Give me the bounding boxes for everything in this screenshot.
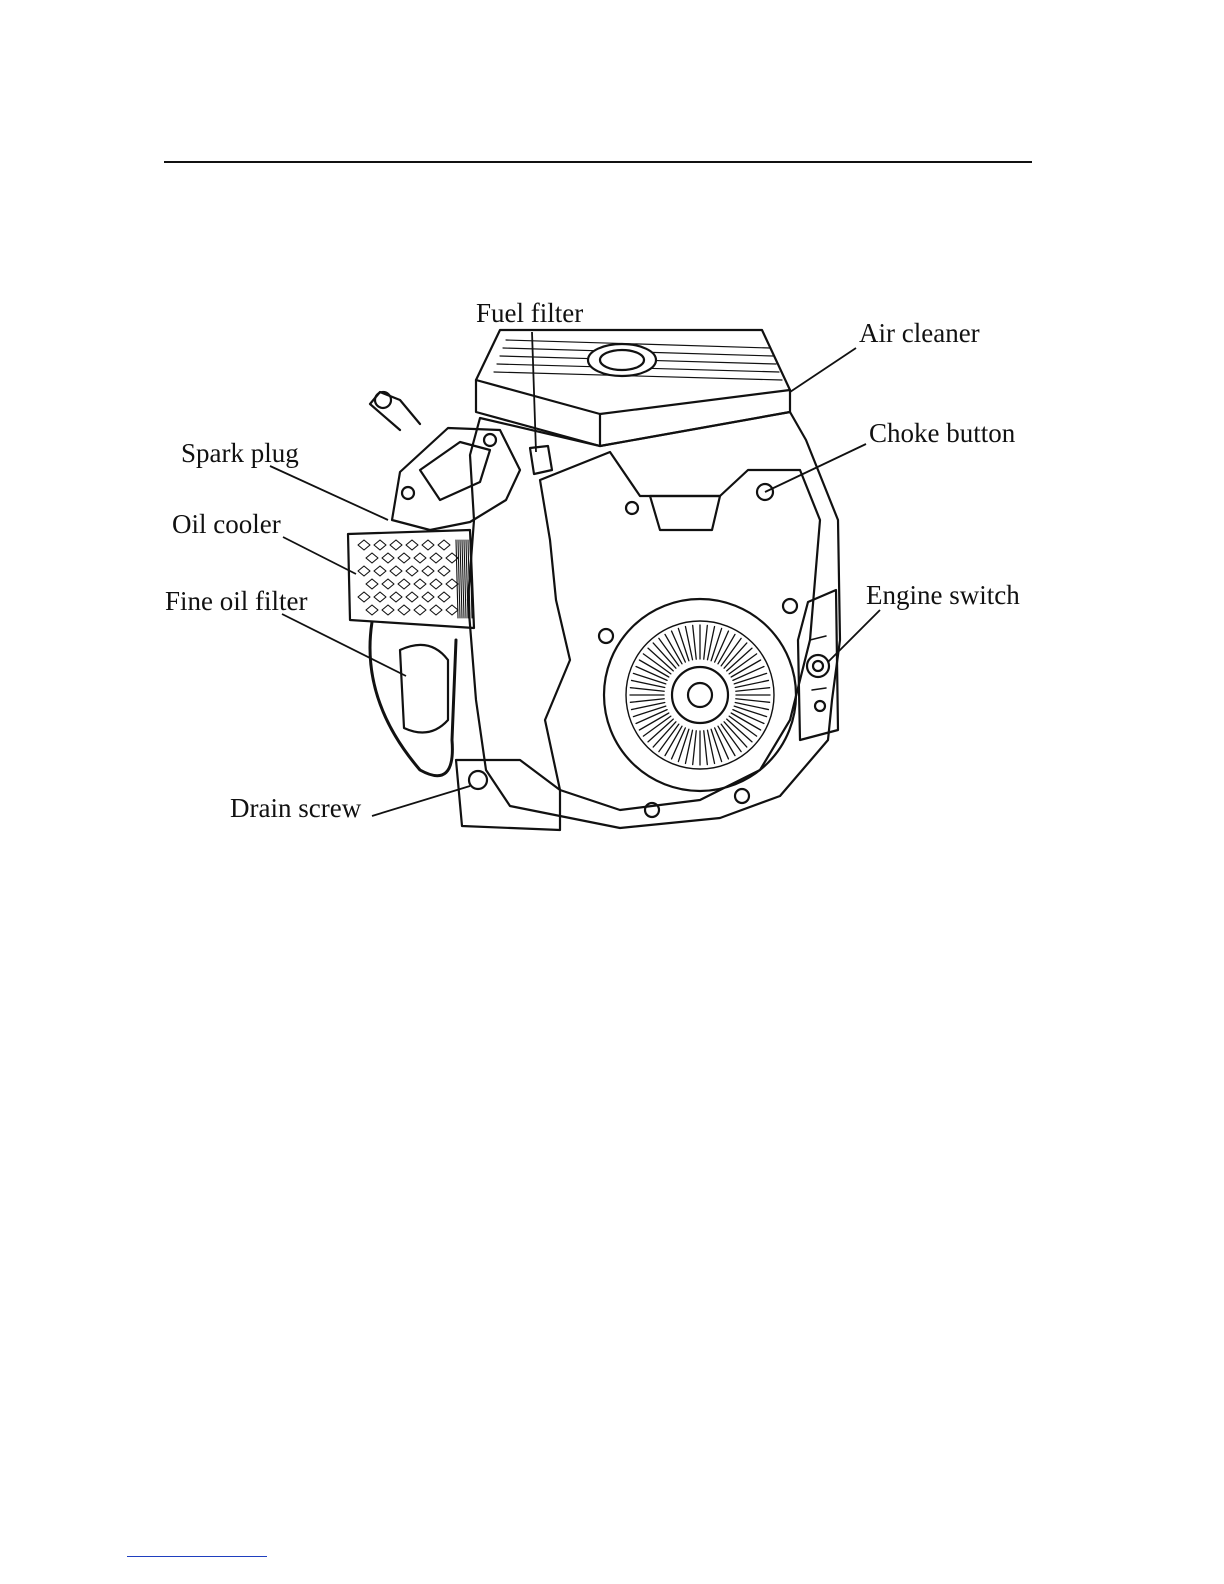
cooler-cell bbox=[430, 579, 442, 589]
leader-fuel-filter bbox=[532, 332, 536, 452]
cooler-cell bbox=[438, 540, 450, 550]
fan-grille bbox=[604, 599, 796, 791]
cooler-fin bbox=[460, 540, 462, 618]
label-engine-switch: Engine switch bbox=[866, 580, 1020, 610]
cooler-cell bbox=[358, 592, 370, 602]
leader-air-cleaner bbox=[790, 348, 856, 392]
cooler-cell bbox=[374, 566, 386, 576]
label-air-cleaner: Air cleaner bbox=[859, 318, 980, 348]
fan-spoke bbox=[630, 688, 664, 692]
cooler-cell bbox=[430, 553, 442, 563]
cooler-cell bbox=[358, 566, 370, 576]
leader-drain-screw bbox=[372, 786, 470, 816]
label-oil-cooler: Oil cooler bbox=[172, 509, 281, 539]
cooler-cell bbox=[366, 605, 378, 615]
cooler-cell bbox=[374, 540, 386, 550]
cooler-cell bbox=[382, 553, 394, 563]
cooler-cell bbox=[390, 566, 402, 576]
cooler-cell bbox=[430, 605, 442, 615]
cooler-cell bbox=[438, 592, 450, 602]
cooler-cell bbox=[382, 579, 394, 589]
cooler-cell bbox=[446, 605, 458, 615]
cooler-cell bbox=[422, 540, 434, 550]
oil-cooler bbox=[348, 530, 474, 628]
label-choke-button: Choke button bbox=[869, 418, 1016, 448]
footnote-rule bbox=[127, 1556, 267, 1557]
leader-choke-button bbox=[765, 444, 866, 492]
cooler-fin bbox=[458, 540, 460, 618]
cooler-cell bbox=[374, 592, 386, 602]
cooler-fin bbox=[466, 540, 468, 618]
engine-base bbox=[456, 760, 560, 830]
cooler-cell bbox=[398, 579, 410, 589]
engine-shroud bbox=[468, 412, 840, 828]
cooler-cell bbox=[414, 579, 426, 589]
leader-spark-plug bbox=[270, 466, 388, 520]
fan-spoke bbox=[736, 688, 770, 692]
cooler-cell bbox=[406, 566, 418, 576]
cooler-cell bbox=[358, 540, 370, 550]
cooler-cell bbox=[406, 592, 418, 602]
label-spark-plug: Spark plug bbox=[181, 438, 299, 468]
cooler-cell bbox=[406, 540, 418, 550]
label-fine-oil-filter: Fine oil filter bbox=[165, 586, 307, 616]
cooler-fin bbox=[456, 540, 458, 618]
fan-spoke bbox=[693, 625, 697, 659]
cooler-cell bbox=[422, 592, 434, 602]
fuel-filter-body bbox=[530, 446, 552, 474]
label-fuel-filter: Fuel filter bbox=[476, 298, 583, 328]
label-drain-screw: Drain screw bbox=[230, 793, 362, 823]
cooler-cell bbox=[398, 605, 410, 615]
cylinder-head bbox=[392, 428, 520, 530]
leader-oil-cooler bbox=[283, 537, 356, 574]
cooler-cell bbox=[414, 553, 426, 563]
bolts bbox=[469, 484, 797, 817]
engine-illustration bbox=[348, 330, 840, 830]
cooler-cell bbox=[438, 566, 450, 576]
cooler-cell bbox=[366, 553, 378, 563]
cooler-fin bbox=[464, 540, 466, 618]
cooler-cell bbox=[398, 553, 410, 563]
cooler-cell bbox=[446, 579, 458, 589]
fan-spoke bbox=[704, 731, 708, 765]
cooler-cell bbox=[390, 540, 402, 550]
fan-spoke bbox=[736, 699, 770, 703]
cooler-cell bbox=[390, 592, 402, 602]
cooler-cell bbox=[422, 566, 434, 576]
fine-oil-filter-body bbox=[400, 645, 448, 733]
fan-spoke bbox=[704, 625, 708, 659]
cooler-fin bbox=[462, 540, 464, 618]
fan-spoke bbox=[630, 699, 664, 703]
fan-spoke bbox=[693, 731, 697, 765]
cooler-cell bbox=[366, 579, 378, 589]
cooler-cell bbox=[382, 605, 394, 615]
cooler-cell bbox=[414, 605, 426, 615]
